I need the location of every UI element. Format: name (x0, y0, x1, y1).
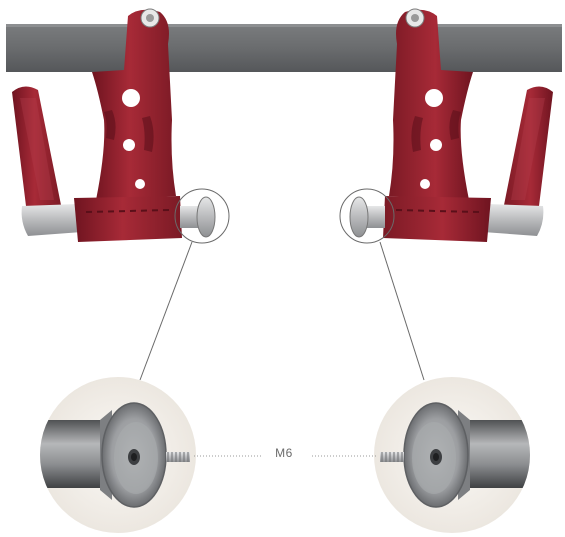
clamp-rail (6, 24, 562, 72)
left-callout-marker (174, 188, 230, 244)
left-clamp (12, 8, 216, 242)
right-clamp (349, 8, 553, 242)
right-callout-marker (339, 188, 395, 244)
thread-size-label: M6 (275, 446, 293, 460)
left-detail-view (40, 377, 196, 533)
right-leader-line (379, 241, 425, 381)
left-leader-line (139, 241, 193, 381)
right-detail-view (374, 377, 530, 533)
